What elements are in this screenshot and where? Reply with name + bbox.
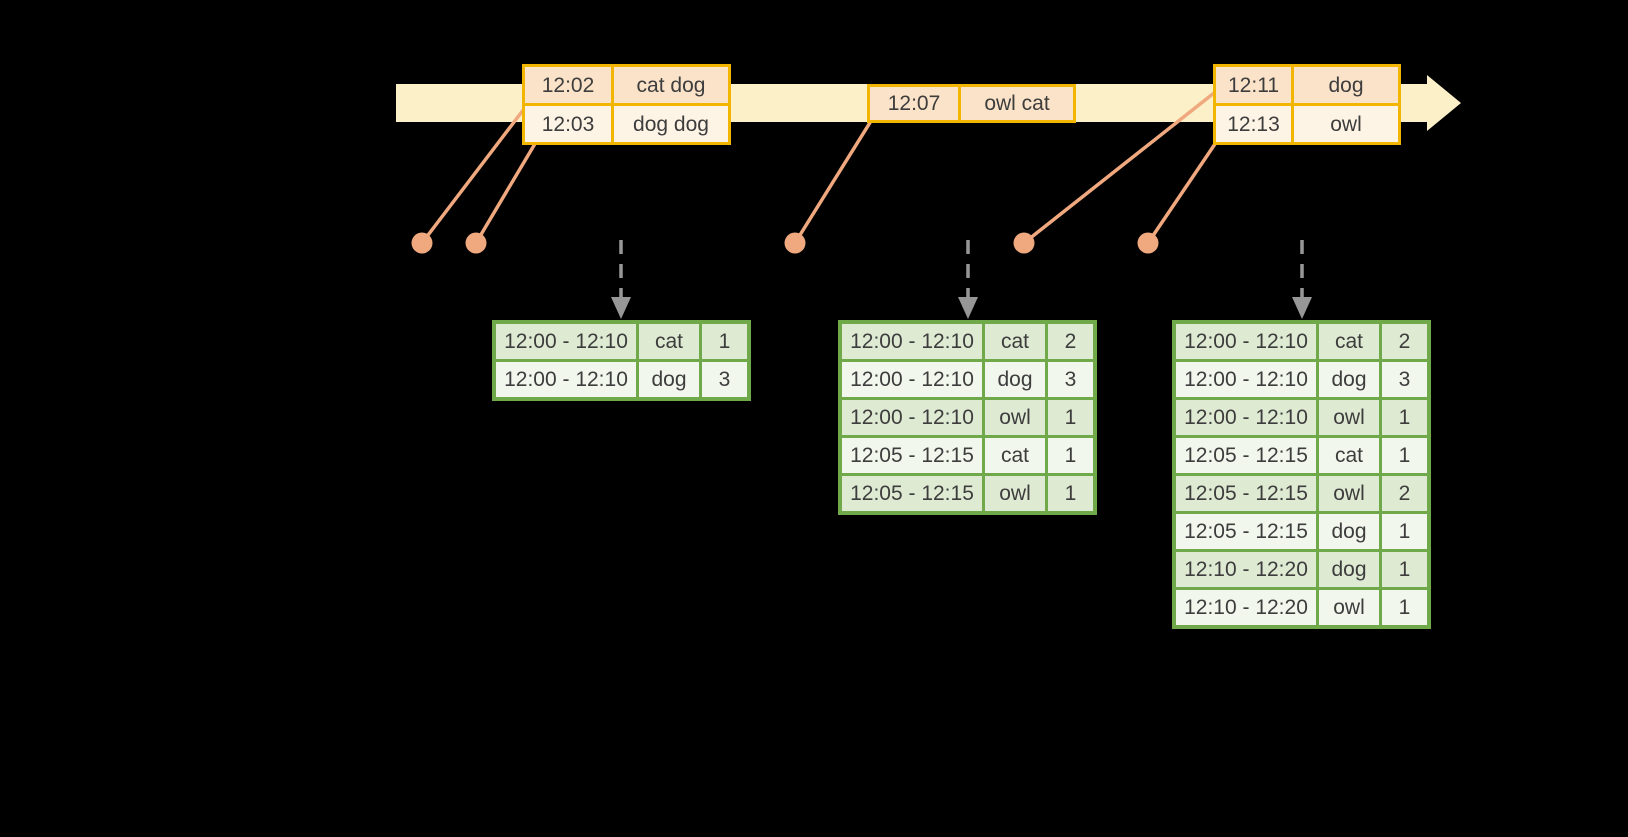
result-word-cell: cat <box>985 438 1045 473</box>
result-count-cell: 3 <box>702 362 747 397</box>
event-connector-line <box>474 141 538 244</box>
event-time-cell: 12:02 <box>525 67 611 103</box>
event-words-cell: dog dog <box>614 106 728 142</box>
result-count-cell: 1 <box>1382 514 1427 549</box>
result-word-cell: dog <box>639 362 699 397</box>
event-time-dot <box>784 232 806 254</box>
result-word-cell: cat <box>1319 438 1379 473</box>
result-count-cell: 1 <box>1382 400 1427 435</box>
result-word-cell: dog <box>985 362 1045 397</box>
result-word-cell: dog <box>1319 514 1379 549</box>
result-count-cell: 1 <box>1048 438 1093 473</box>
result-word-cell: owl <box>985 400 1045 435</box>
result-window-cell: 12:05 - 12:15 <box>842 438 982 473</box>
result-window-cell: 12:00 - 12:10 <box>496 324 636 359</box>
arrow-down-icon <box>611 297 631 319</box>
result-count-cell: 1 <box>1382 438 1427 473</box>
result-window-cell: 12:10 - 12:20 <box>1176 552 1316 587</box>
event-time-cell: 12:11 <box>1216 67 1291 103</box>
result-window-cell: 12:00 - 12:10 <box>1176 362 1316 397</box>
event-time-cell: 12:13 <box>1216 106 1291 142</box>
result-word-cell: cat <box>985 324 1045 359</box>
result-count-cell: 3 <box>1382 362 1427 397</box>
arrow-down-icon <box>958 297 978 319</box>
result-window-cell: 12:00 - 12:10 <box>1176 400 1316 435</box>
event-time-dot <box>411 232 433 254</box>
result-word-cell: owl <box>985 476 1045 511</box>
result-count-cell: 1 <box>702 324 747 359</box>
event-time-dot <box>1137 232 1159 254</box>
trigger-arrows <box>611 240 1312 319</box>
event-connector-line <box>1022 91 1216 245</box>
result-window-cell: 12:00 - 12:10 <box>842 324 982 359</box>
result-window-cell: 12:00 - 12:10 <box>1176 324 1316 359</box>
result-window-cell: 12:00 - 12:10 <box>842 400 982 435</box>
result-count-cell: 1 <box>1382 552 1427 587</box>
result-word-cell: dog <box>1319 552 1379 587</box>
result-window-cell: 12:00 - 12:10 <box>496 362 636 397</box>
event-connector-line <box>793 120 873 244</box>
result-count-cell: 2 <box>1382 476 1427 511</box>
result-count-cell: 1 <box>1048 400 1093 435</box>
result-window-cell: 12:05 - 12:15 <box>1176 438 1316 473</box>
result-word-cell: owl <box>1319 590 1379 625</box>
result-word-cell: dog <box>1319 362 1379 397</box>
event-time-dot <box>1013 232 1035 254</box>
event-time-dot <box>465 232 487 254</box>
result-count-cell: 1 <box>1048 476 1093 511</box>
result-count-cell: 1 <box>1382 590 1427 625</box>
result-word-cell: cat <box>1319 324 1379 359</box>
result-window-cell: 12:05 - 12:15 <box>1176 476 1316 511</box>
result-window-cell: 12:05 - 12:15 <box>842 476 982 511</box>
result-count-cell: 2 <box>1048 324 1093 359</box>
event-connectors <box>411 91 1219 254</box>
event-connector-line <box>1146 140 1219 244</box>
event-time-cell: 12:03 <box>525 106 611 142</box>
result-count-cell: 3 <box>1048 362 1093 397</box>
arrow-down-icon <box>1292 297 1312 319</box>
stream-arrow-head-icon <box>1427 75 1461 131</box>
event-words-cell: dog <box>1294 67 1398 103</box>
result-window-cell: 12:05 - 12:15 <box>1176 514 1316 549</box>
result-window-cell: 12:10 - 12:20 <box>1176 590 1316 625</box>
result-word-cell: owl <box>1319 400 1379 435</box>
result-word-cell: owl <box>1319 476 1379 511</box>
event-words-cell: cat dog <box>614 67 728 103</box>
event-words-cell: owl cat <box>961 87 1073 120</box>
result-window-cell: 12:00 - 12:10 <box>842 362 982 397</box>
event-time-cell: 12:07 <box>870 87 958 120</box>
event-words-cell: owl <box>1294 106 1398 142</box>
result-count-cell: 2 <box>1382 324 1427 359</box>
event-connector-line <box>420 103 529 245</box>
result-word-cell: cat <box>639 324 699 359</box>
